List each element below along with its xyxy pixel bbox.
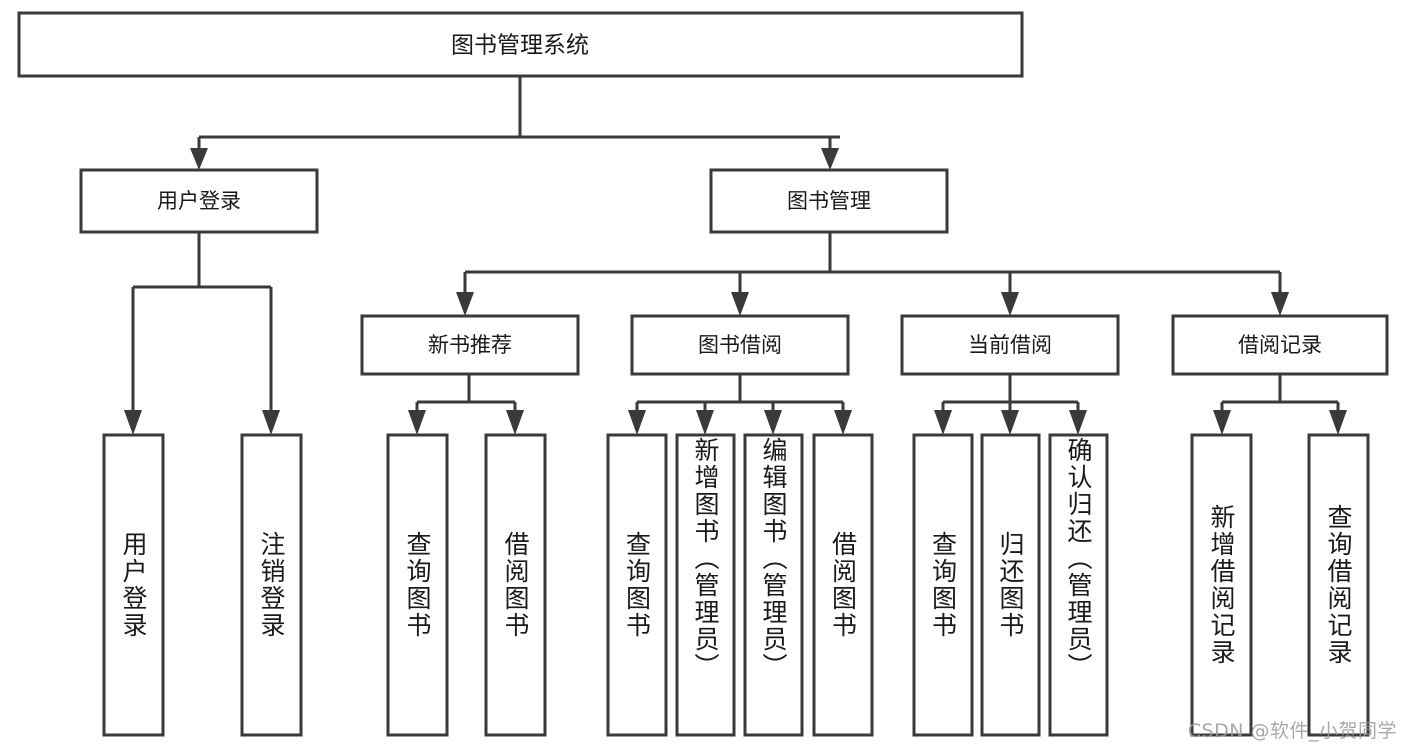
node-root-box[interactable]: [17, 11, 1024, 78]
arrow-borrow-record: [1271, 292, 1289, 316]
csdn-watermark: CSDN @软件_小贺同学: [1187, 720, 1397, 742]
leaf-borrow-book-1-box[interactable]: [484, 433, 547, 737]
leaf-user-login-box[interactable]: [102, 433, 165, 737]
arrow-leaf-logout-login: [262, 410, 280, 435]
node-root-label: 图书管理系统: [451, 33, 589, 59]
node-new-book-recommend-box[interactable]: [360, 314, 580, 376]
node-borrow-record-box[interactable]: [1171, 314, 1389, 376]
arrow-book-borrow: [731, 292, 749, 316]
arrow-book-manage: [821, 148, 839, 170]
arrow-leaf-borrow-book-2: [834, 410, 852, 435]
arrow-user-login: [190, 148, 208, 170]
leaf-add-book-box[interactable]: [675, 433, 736, 737]
leaf-query-record-box[interactable]: [1307, 433, 1370, 737]
arrow-leaf-query-book-3: [934, 410, 952, 435]
node-root[interactable]: 图书管理系统: [17, 11, 1024, 78]
connector-group: [124, 76, 1347, 435]
leaf-query-book-1-box[interactable]: [386, 433, 449, 737]
leaf-logout-login-box[interactable]: [240, 433, 303, 737]
leaf-add-record-box[interactable]: [1190, 433, 1253, 737]
arrow-leaf-user-login: [124, 410, 142, 435]
arrow-leaf-return-book: [1001, 410, 1019, 435]
node-current-borrow-box[interactable]: [900, 314, 1120, 376]
leaf-return-book-box[interactable]: [980, 433, 1041, 737]
leaf-box-group: [102, 433, 1370, 737]
leaf-query-book-2-box[interactable]: [606, 433, 668, 737]
arrow-leaf-confirm-return: [1069, 410, 1087, 435]
arrow-leaf-add-book: [696, 410, 714, 435]
node-new-book-recommend-label: 新书推荐: [428, 333, 512, 357]
leaf-query-book-3-box[interactable]: [912, 433, 974, 737]
node-book-borrow-label: 图书借阅: [698, 333, 782, 357]
arrow-leaf-query-book-2: [628, 410, 646, 435]
node-borrow-record-label: 借阅记录: [1238, 333, 1322, 357]
node-current-borrow-label: 当前借阅: [968, 333, 1052, 357]
node-user-login[interactable]: 用户登录: [79, 168, 319, 234]
node-borrow-record[interactable]: 借阅记录: [1171, 314, 1389, 376]
node-new-book-recommend[interactable]: 新书推荐: [360, 314, 580, 376]
node-book-manage-box[interactable]: [709, 168, 949, 234]
arrow-leaf-edit-book: [764, 410, 782, 435]
node-user-login-box[interactable]: [79, 168, 319, 234]
node-current-borrow[interactable]: 当前借阅: [900, 314, 1120, 376]
arrow-leaf-borrow-book-1: [506, 410, 524, 435]
node-book-manage-label: 图书管理: [787, 189, 871, 213]
arrow-new-book-recommend: [456, 292, 474, 316]
leaf-confirm-return-box[interactable]: [1048, 433, 1109, 737]
arrow-leaf-add-record: [1213, 410, 1231, 435]
node-user-login-label: 用户登录: [157, 189, 241, 213]
arrow-leaf-query-book-1: [408, 410, 426, 435]
node-book-manage[interactable]: 图书管理: [709, 168, 949, 234]
leaf-edit-book-box[interactable]: [743, 433, 804, 737]
leaf-borrow-book-2-box[interactable]: [812, 433, 874, 737]
arrow-leaf-query-record: [1329, 410, 1347, 435]
node-book-borrow-box[interactable]: [630, 314, 850, 376]
arrow-current-borrow: [1001, 292, 1019, 316]
node-book-borrow[interactable]: 图书借阅: [630, 314, 850, 376]
